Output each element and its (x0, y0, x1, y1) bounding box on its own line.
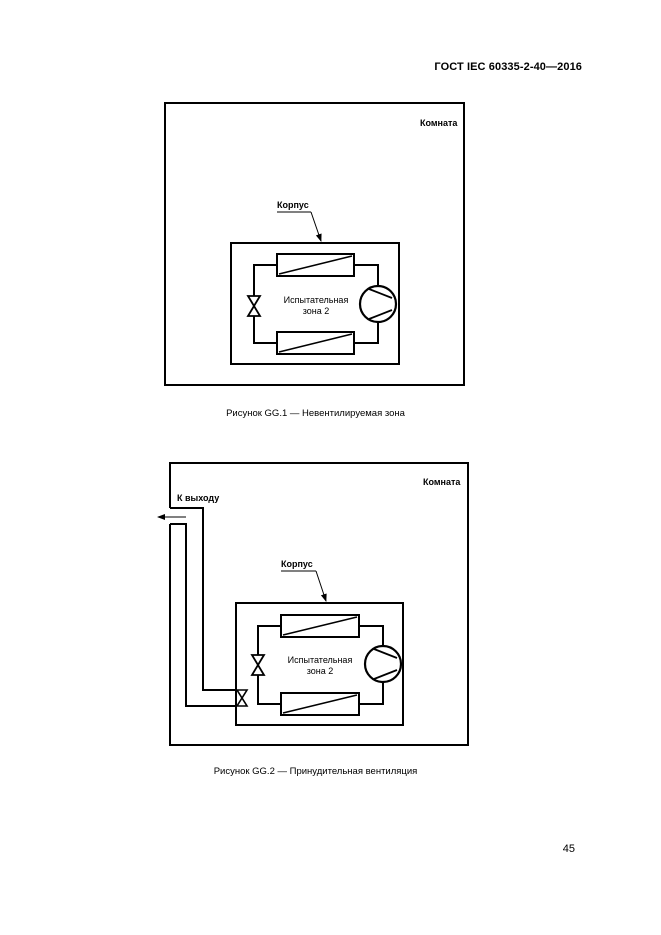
exhaust-duct (170, 507, 236, 707)
evaporator-heat-exchanger (276, 331, 355, 355)
condenser-heat-exchanger (280, 614, 360, 638)
room-label: Комната (420, 118, 458, 128)
enclosure-box (230, 242, 400, 365)
compressor-icon (363, 644, 403, 684)
enclosure-label: Корпус (281, 559, 313, 569)
figure-caption-gg2: Рисунок GG.2 — Принудительная вентиляция (213, 766, 418, 777)
test-zone-label-line2: зона 2 (307, 666, 334, 676)
figure-gg2: Комната К выходу Корпус (157, 462, 469, 746)
refrigerant-circuit (257, 625, 384, 705)
expansion-valve-icon (246, 295, 262, 317)
test-zone-label-line1: Испытательная (284, 295, 349, 305)
compressor-icon (358, 284, 398, 324)
room-box (164, 102, 465, 386)
evaporator-heat-exchanger (280, 692, 360, 716)
document-header: ГОСТ IEC 60335-2-40—2016 (434, 61, 582, 73)
room-box (169, 462, 469, 746)
test-zone-label-line1: Испытательная (288, 655, 353, 665)
exhaust-label: К выходу (177, 493, 219, 503)
room-label: Комната (423, 477, 461, 487)
enclosure-label: Корпус (277, 200, 309, 210)
expansion-valve-icon (250, 654, 266, 676)
enclosure-pointer-arrow (310, 211, 322, 242)
condenser-heat-exchanger (276, 253, 355, 277)
refrigerant-circuit (253, 264, 379, 344)
duct-damper-icon (235, 689, 249, 707)
test-zone-label-line2: зона 2 (303, 306, 330, 316)
figure-gg1: Комната Корпус Испытательная (164, 102, 465, 386)
figure-caption-gg1: Рисунок GG.1 — Невентилируемая зона (226, 408, 405, 419)
enclosure-pointer-arrow (315, 570, 327, 602)
page-number: 45 (562, 843, 575, 855)
enclosure-box (235, 602, 404, 726)
